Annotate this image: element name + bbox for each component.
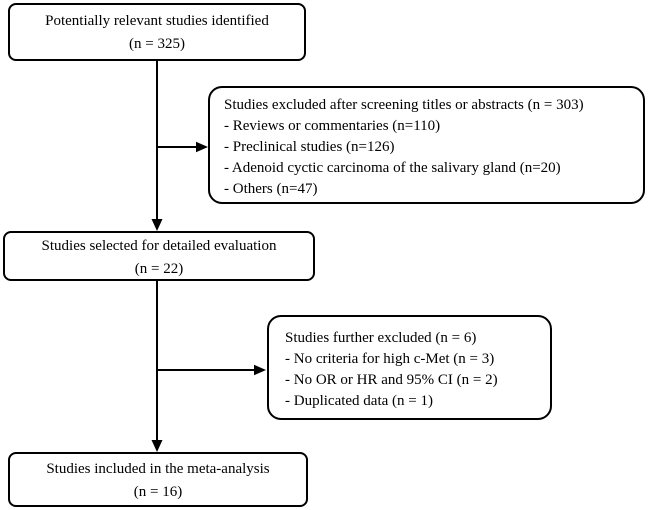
box-included: Studies included in the meta-analysis (n…: [8, 452, 308, 507]
box-excluded-screening-item-2: - Preclinical studies (n=126): [224, 139, 395, 155]
box-excluded-screening-title: Studies excluded after screening titles …: [224, 97, 584, 113]
box-selected-line-1: Studies selected for detailed evaluation: [41, 238, 277, 254]
box-identified-line-1: Potentially relevant studies identified: [45, 13, 269, 29]
box-excluded-screening-item-4: - Others (n=47): [224, 181, 318, 197]
box-included-line-1: Studies included in the meta-analysis: [46, 461, 270, 477]
box-further-excluded: Studies further excluded (n = 6) - No cr…: [267, 315, 552, 420]
arrow-identified-to-selected-head: [151, 219, 163, 231]
box-further-excluded-title: Studies further excluded (n = 6): [285, 330, 477, 346]
box-identified-count: (n = 325): [129, 36, 185, 52]
box-further-excluded-item-3: - Duplicated data (n = 1): [285, 393, 433, 409]
box-selected-count: (n = 22): [134, 261, 184, 277]
box-included-count: (n = 16): [133, 484, 183, 500]
box-selected: Studies selected for detailed evaluation…: [3, 231, 315, 281]
arrow-branch-further-excluded-head: [254, 364, 266, 376]
box-identified: Potentially relevant studies identified …: [8, 3, 306, 61]
box-further-excluded-item-2: - No OR or HR and 95% CI (n = 2): [285, 372, 498, 388]
box-excluded-screening-item-3: - Adenoid cyctic carcinoma of the saliva…: [224, 160, 561, 176]
box-further-excluded-item-1: - No criteria for high c-Met (n = 3): [285, 351, 495, 367]
box-excluded-screening-item-1: - Reviews or commentaries (n=110): [224, 118, 441, 134]
arrow-selected-to-included-head: [151, 440, 163, 452]
box-excluded-screening: Studies excluded after screening titles …: [208, 86, 645, 204]
arrow-branch-excluded-screening-head: [196, 141, 208, 153]
